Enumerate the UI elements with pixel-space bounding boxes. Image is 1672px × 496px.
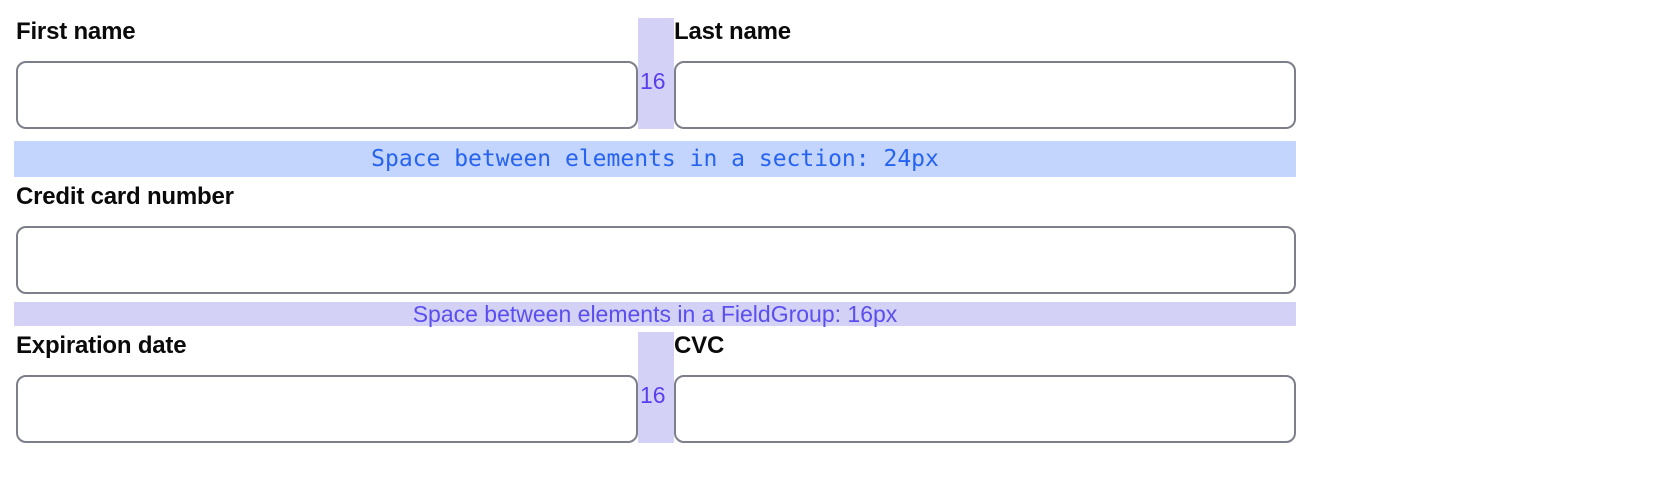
field-row-name: First name 16 Last name [16,18,1296,129]
field-group-credit-card: Credit card number [16,183,1296,294]
annotation-text-section-spacing: Space between elements in a section: 24p… [371,146,939,172]
input-expiration-date[interactable] [16,374,638,443]
column-gap-label: 16 [640,382,666,408]
input-credit-card-number[interactable] [16,225,1296,294]
annotation-band-section-spacing: Space between elements in a section: 24p… [14,141,1296,177]
label-cvc: CVC [674,332,725,359]
label-first-name: First name [16,18,136,45]
input-first-name[interactable] [16,60,638,129]
field-row-credit-card: Credit card number [16,183,1296,294]
label-credit-card-number: Credit card number [16,183,234,210]
annotation-band-fieldgroup-spacing: Space between elements in a FieldGroup: … [14,300,1296,327]
column-gap-band-name-row: 16 [638,18,674,129]
column-gap-label: 16 [640,68,666,94]
field-group-cvc: CVC [674,332,1296,443]
annotation-text-fieldgroup-spacing: Space between elements in a FieldGroup: … [412,300,898,327]
input-cvc[interactable] [674,374,1296,443]
field-group-first-name: First name [16,18,638,129]
input-last-name[interactable] [674,60,1296,129]
field-group-expiration-date: Expiration date [16,332,638,443]
column-gap-band-expiry-row: 16 [638,332,674,443]
label-expiration-date: Expiration date [16,332,187,359]
field-group-last-name: Last name [674,18,1296,129]
label-last-name: Last name [674,18,791,45]
field-row-expiry: Expiration date 16 CVC [16,332,1296,443]
